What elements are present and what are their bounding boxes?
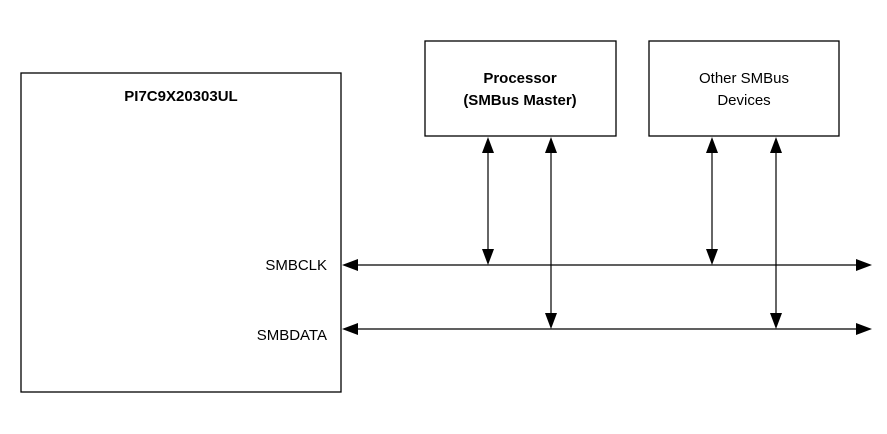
arrowhead-up xyxy=(706,137,718,153)
arrowhead-left xyxy=(342,259,358,271)
processor-label-line2: (SMBus Master) xyxy=(463,92,576,109)
pin-label-smbclk: SMBCLK xyxy=(265,257,327,274)
link-processor-smbdata xyxy=(545,137,557,329)
other-devices-label-line1: Other SMBus xyxy=(699,70,789,87)
arrowhead-up xyxy=(545,137,557,153)
pin-label-smbdata: SMBDATA xyxy=(257,327,327,344)
bus-smbclk xyxy=(342,259,872,271)
arrowhead-right xyxy=(856,259,872,271)
arrowhead-down xyxy=(706,249,718,265)
arrowhead-down xyxy=(482,249,494,265)
arrowhead-up xyxy=(482,137,494,153)
other-devices-block xyxy=(648,40,840,137)
chip-title: PI7C9X20303UL xyxy=(124,88,237,105)
chip-block xyxy=(20,72,342,393)
arrowhead-up xyxy=(770,137,782,153)
arrowhead-right xyxy=(856,323,872,335)
link-other-smbclk xyxy=(706,137,718,265)
bus-smbdata xyxy=(342,323,872,335)
arrowhead-down xyxy=(770,313,782,329)
arrowhead-left xyxy=(342,323,358,335)
processor-block xyxy=(424,40,617,137)
arrowhead-down xyxy=(545,313,557,329)
processor-label-line1: Processor xyxy=(483,70,557,87)
link-processor-smbclk xyxy=(482,137,494,265)
other-devices-label-line2: Devices xyxy=(717,92,770,109)
link-other-smbdata xyxy=(770,137,782,329)
